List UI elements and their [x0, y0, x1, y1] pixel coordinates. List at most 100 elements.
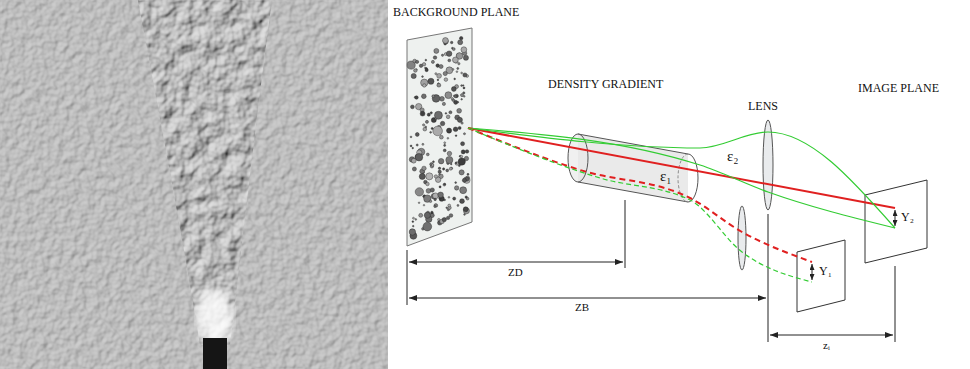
undeflected-ray — [468, 128, 895, 208]
background-dot — [427, 113, 430, 116]
background-dot — [460, 155, 462, 157]
background-dot — [425, 126, 427, 128]
cylinder-body — [578, 134, 688, 202]
background-dot — [418, 202, 420, 204]
dimension-lines — [407, 200, 895, 342]
background-dot — [461, 142, 465, 146]
background-dot — [460, 187, 467, 194]
background-dot — [431, 118, 436, 123]
background-dot — [446, 169, 449, 172]
background-dot — [432, 95, 440, 103]
background-dot — [447, 137, 449, 139]
background-dot — [425, 120, 428, 123]
background-dot — [434, 204, 438, 208]
background-dot — [455, 182, 457, 184]
background-dot — [422, 76, 424, 78]
background-dot — [430, 188, 434, 192]
background-dot — [465, 196, 467, 198]
background-dot — [412, 225, 414, 227]
background-dot — [439, 174, 441, 176]
background-dot — [453, 197, 456, 200]
background-dot — [459, 170, 464, 175]
background-dot — [463, 55, 468, 60]
background-dot — [426, 182, 430, 186]
plane-label: BACKGROUND PLANE — [393, 6, 519, 18]
background-dot — [446, 216, 449, 219]
background-dot — [415, 133, 419, 137]
background-dot — [463, 207, 468, 212]
background-dot — [464, 214, 466, 216]
lens — [763, 120, 773, 210]
background-dot — [461, 85, 463, 87]
background-dot — [438, 167, 440, 169]
background-dot — [423, 222, 432, 231]
cylinder-end — [568, 134, 588, 182]
background-dot — [451, 87, 456, 92]
background-dot — [455, 162, 457, 164]
background-dot — [439, 186, 441, 188]
background-dot — [438, 192, 444, 198]
background-dot — [412, 147, 414, 149]
lens — [738, 206, 746, 270]
displacement-label: Y₁ — [819, 265, 832, 277]
background-dot — [434, 175, 437, 178]
region-label: DENSITY GRADIENT — [548, 78, 663, 90]
background-dot — [460, 199, 465, 204]
background-dot — [415, 60, 418, 63]
background-dot — [443, 71, 447, 75]
background-dot — [429, 200, 431, 202]
background-dot — [454, 78, 456, 80]
background-dot — [415, 219, 417, 221]
background-dot — [447, 151, 452, 156]
background-dot — [438, 158, 443, 163]
cylinder-edge — [578, 134, 688, 154]
image-plane — [865, 180, 927, 263]
background-dot — [426, 153, 429, 156]
background-dot — [438, 170, 441, 173]
background-dot — [434, 205, 436, 207]
background-dot — [443, 149, 446, 152]
background-dot — [455, 94, 459, 98]
background-dot — [452, 68, 454, 70]
background-dot — [444, 199, 446, 201]
background-dot — [458, 126, 461, 129]
displacement-arrow — [812, 264, 813, 280]
background-dot — [422, 124, 424, 126]
background-dot — [410, 105, 414, 109]
background-dot — [423, 204, 425, 206]
background-dot — [416, 144, 418, 146]
plane-label: IMAGE PLANE — [858, 82, 939, 94]
background-dot — [458, 158, 465, 165]
dimension-line — [409, 298, 766, 299]
deflected-ray — [468, 128, 812, 282]
background-dot — [459, 36, 462, 39]
background-dot — [442, 102, 445, 105]
background-dot — [448, 59, 451, 62]
background-dot — [463, 95, 465, 97]
undeflected-ray — [468, 128, 812, 262]
background-dot — [425, 59, 427, 61]
background-dot — [440, 121, 444, 125]
background-dot — [445, 113, 447, 115]
background-dot — [426, 173, 433, 180]
background-dot — [449, 214, 453, 218]
background-dot — [423, 84, 426, 87]
background-dot — [461, 47, 467, 53]
background-dot — [433, 126, 443, 136]
background-dot — [431, 127, 433, 129]
background-dot — [432, 95, 435, 98]
background-dot — [457, 108, 462, 113]
angle-label: ε₁ — [660, 169, 672, 184]
background-dot — [457, 67, 459, 69]
displacement-arrow — [895, 210, 896, 226]
background-dot — [431, 164, 434, 167]
background-dot — [458, 40, 463, 45]
background-dot — [451, 98, 453, 100]
background-dot — [446, 128, 451, 133]
background-dot — [437, 73, 442, 78]
dimension-line — [409, 262, 623, 263]
deflected-ray — [468, 128, 895, 228]
background-dot — [412, 221, 414, 223]
background-dot — [455, 135, 457, 137]
